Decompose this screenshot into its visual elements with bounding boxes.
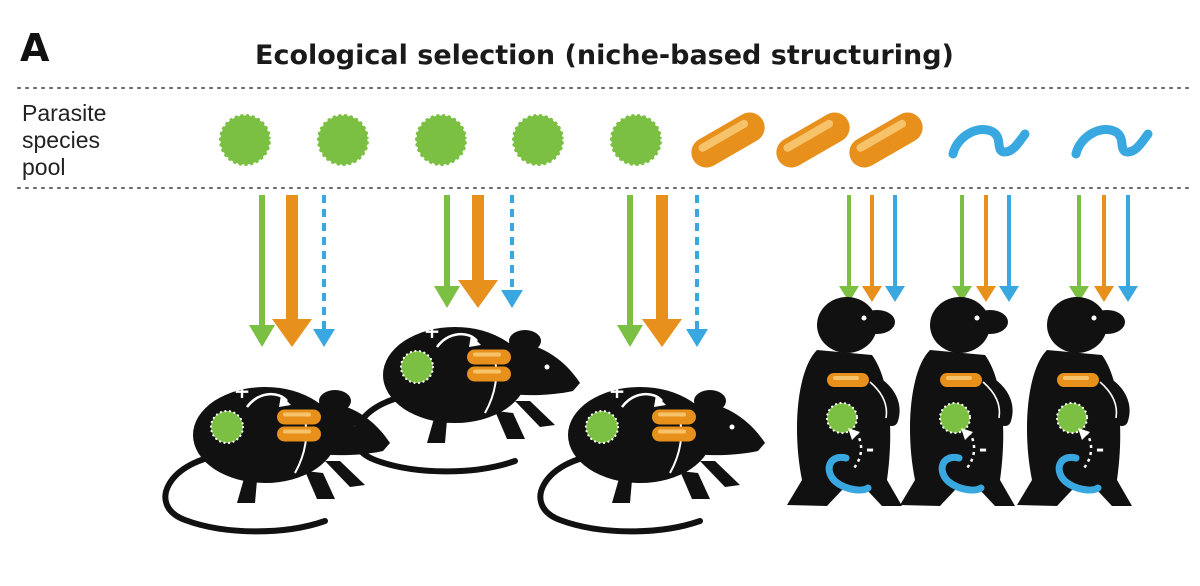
bacterium-arrow (1094, 195, 1114, 302)
virus-icon (608, 112, 664, 168)
interaction-sign: + (424, 319, 441, 343)
interaction-sign: + (234, 379, 251, 403)
parasite-pool-label: Parasite species pool (22, 100, 106, 181)
worm-icon (1076, 129, 1148, 154)
prairie-dog-host: - (900, 297, 1015, 506)
interaction-arrow (965, 431, 976, 469)
bacterium-icon (467, 349, 511, 365)
virus-arrow (1069, 195, 1089, 302)
bacterium-icon (843, 107, 929, 173)
bacterium-icon (685, 107, 771, 173)
interaction-arrow (852, 431, 863, 469)
virus-icon (586, 411, 618, 443)
bacterium-arrow (862, 195, 882, 302)
pool-label-line: Parasite (22, 100, 107, 126)
figure-title: Ecological selection (niche-based struct… (255, 40, 954, 71)
interaction-sign: - (866, 437, 874, 461)
virus-icon (510, 112, 566, 168)
worm-arrow (885, 195, 905, 302)
worm-arrow (999, 195, 1019, 302)
virus-arrow (952, 195, 972, 302)
virus-icon (1057, 403, 1087, 433)
bacterium-icon (277, 409, 321, 425)
virus-icon (940, 403, 970, 433)
bacterium-icon (770, 107, 856, 173)
interaction-sign: + (609, 379, 626, 403)
virus-arrow (249, 195, 275, 347)
parasite-pool (217, 107, 1148, 173)
prairie-dog-host: - (1017, 297, 1132, 506)
worm-icon (953, 129, 1025, 154)
interaction-sign: - (1096, 437, 1104, 461)
virus-arrow (434, 195, 460, 308)
interaction-sign: - (979, 437, 987, 461)
bacterium-arrow (642, 195, 682, 347)
virus-icon (315, 112, 371, 168)
bacterium-icon (652, 426, 696, 442)
bacterium-arrow (458, 195, 498, 308)
worm-arrow (686, 195, 708, 347)
transmission-arrows (249, 195, 1138, 347)
worm-icon (938, 453, 985, 494)
pool-label-line: pool (22, 154, 66, 180)
bacterium-arrow (976, 195, 996, 302)
worm-icon (825, 453, 872, 494)
bacterium-arrow (272, 195, 312, 347)
virus-icon (217, 112, 273, 168)
interaction-arrow (1082, 431, 1093, 469)
prairie-dog-host: - (787, 297, 902, 506)
hosts: + + + - - - (165, 297, 1132, 531)
virus-arrow (617, 195, 643, 347)
virus-icon (401, 351, 433, 383)
bacterium-icon (277, 426, 321, 442)
bacterium-icon (652, 409, 696, 425)
worm-arrow (313, 195, 335, 347)
worm-arrow (1118, 195, 1138, 302)
worm-icon (1055, 453, 1102, 494)
mouse-host: + (355, 319, 580, 471)
panel-letter: A (20, 26, 50, 70)
virus-icon (211, 411, 243, 443)
virus-arrow (839, 195, 859, 302)
pool-label-line: species (22, 127, 100, 153)
virus-icon (827, 403, 857, 433)
virus-icon (413, 112, 469, 168)
mouse-host: + (540, 379, 765, 531)
worm-arrow (501, 195, 523, 308)
mouse-host: + (165, 379, 390, 531)
bacterium-icon (467, 366, 511, 382)
